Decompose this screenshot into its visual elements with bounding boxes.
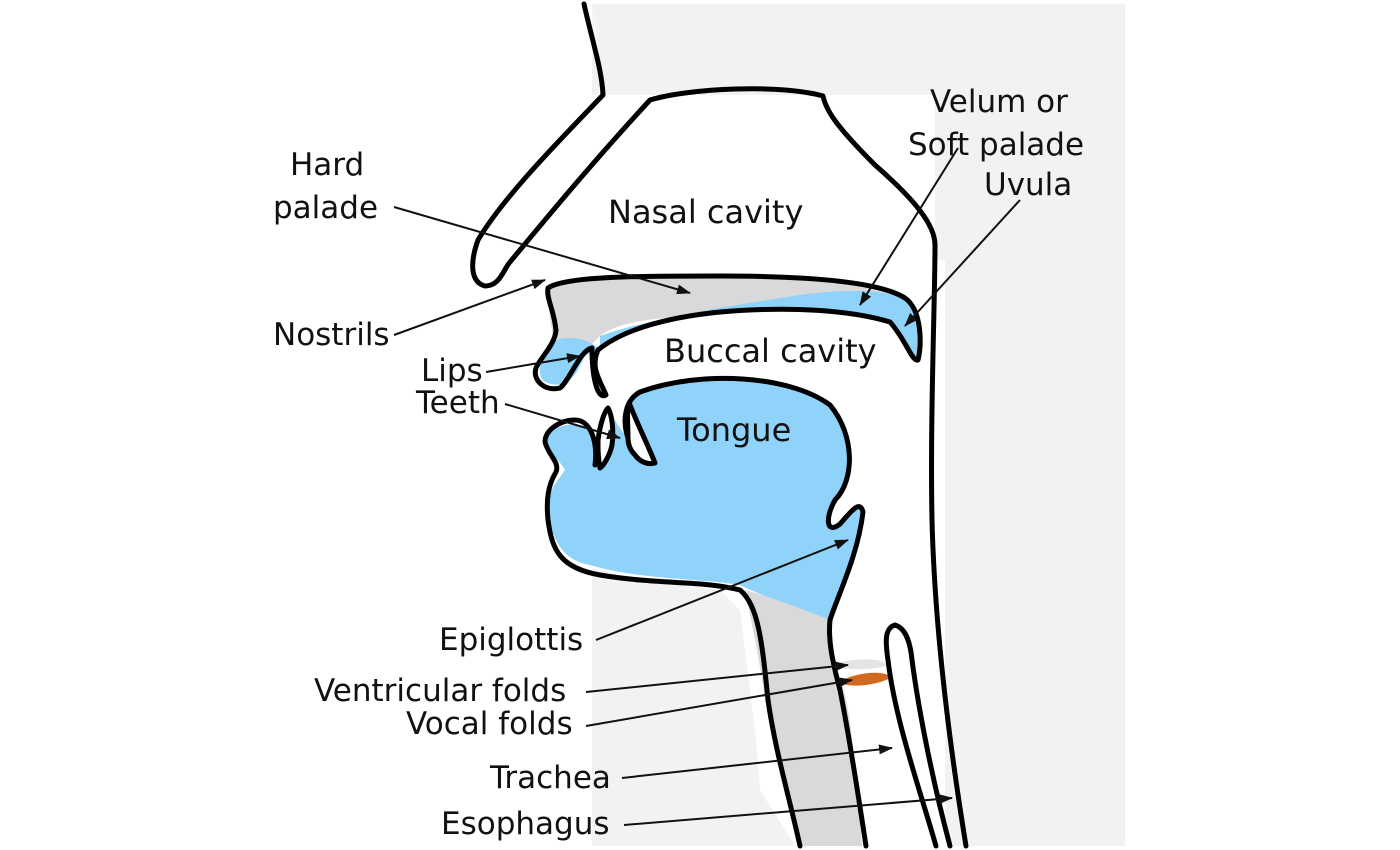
lips-label: Lips [421, 353, 483, 389]
uvula-label: Uvula [984, 167, 1072, 203]
teeth-leader [504, 403, 621, 440]
velum-leader [859, 147, 959, 306]
epiglottis-leader [595, 539, 849, 641]
throat-shape [745, 590, 862, 846]
esophagus-leader [623, 794, 953, 826]
hard-palate-label-line1: Hard [290, 147, 364, 183]
velum-label-line2: Soft palade [908, 127, 1084, 163]
uvula-leader [904, 199, 1021, 327]
palate-outline [532, 273, 923, 399]
tongue-label: Tongue [676, 411, 791, 449]
esophagus-label: Esophagus [441, 806, 610, 842]
hard-palate-label-line2: palade [273, 190, 378, 226]
nasal-cavity-label: Nasal cavity [608, 193, 803, 231]
buccal-cavity-label: Buccal cavity [664, 332, 877, 370]
ventricular-folds-label: Ventricular folds [314, 673, 566, 709]
velum-label-line1: Velum or [930, 84, 1068, 120]
lower-teeth [625, 402, 658, 467]
epiglottis-label: Epiglottis [439, 622, 583, 658]
trachea-label: Trachea [489, 760, 611, 796]
hard-palate-leader [393, 206, 691, 295]
tongue-shape [545, 378, 863, 620]
jaw-outline [542, 417, 803, 849]
vocal-fold-shape [842, 672, 892, 686]
vocal-folds-label: Vocal folds [406, 706, 573, 742]
ventricular-fold-shape [842, 659, 888, 670]
nostrils-label: Nostrils [273, 317, 390, 353]
ventricular-folds-leader [585, 661, 849, 693]
teeth-label: Teeth [415, 385, 500, 421]
teeth-shape [595, 405, 616, 471]
lips-leader [485, 353, 581, 373]
vocal-folds-leader [585, 677, 853, 727]
velum-shape [600, 290, 920, 360]
nasal-outline [470, 1, 969, 849]
trachea-leader [621, 744, 893, 779]
nostrils-leader [393, 279, 546, 336]
